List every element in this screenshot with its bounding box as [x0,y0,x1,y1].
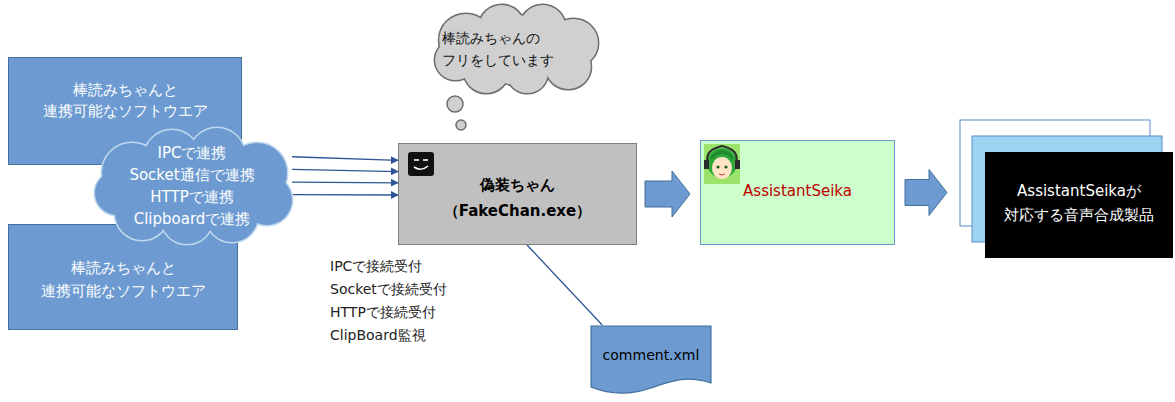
text-holder: 棒読みちゃんと 連携可能なソフトウエア [21,257,225,303]
arrow-line [527,245,602,325]
arrow-line [292,181,398,183]
arrow-line [292,194,398,196]
process-box: 偽装ちゃん（FakeChan.exe） [398,143,637,245]
block-arrow [645,171,690,217]
node-text: AssistantSeika [743,181,852,201]
fakechan-icon [408,152,434,176]
product-box: AssistantSeikaが 対応する音声合成製品 [985,152,1173,258]
note-label: IPCで接続受付 [330,255,447,278]
block-arrow [905,170,947,216]
thought-bubble-outline [430,5,599,93]
node-text: HTTPで連携 [150,186,233,208]
node-text: AssistantSeikaが 対応する音声合成製品 [996,179,1162,227]
arrow-line [292,169,398,171]
node-text: 棒読みちゃんの フリをしています [442,27,583,71]
node-text: （FakeChan.exe） [444,198,591,224]
text-holder: AssistantSeikaが 対応する音声合成製品 [996,179,1162,227]
node-text: IPCで連携 [158,142,227,164]
note-label: HTTPで接続受付 [330,301,447,324]
node-text: comment.xml [603,345,700,365]
text-holder: IPCで連携Socket通信で連携HTTPで連携Clipboardで連携 [102,142,282,230]
text-holder: 棒読みちゃんと 連携可能なソフトウエア [21,80,229,122]
note-label: Socketで接続受付 [330,278,447,301]
text-holder: comment.xml [598,345,704,365]
link-cloud: IPCで連携Socket通信で連携HTTPで連携Clipboardで連携 [92,128,292,243]
text-holder: 偽装ちゃん（FakeChan.exe） [409,172,626,224]
text-holder: 棒読みちゃんの フリをしています [442,27,583,71]
node-text: 棒読みちゃんと 連携可能なソフトウエア [21,80,229,122]
label-column: IPCで接続受付Socketで接続受付HTTPで接続受付ClipBoard監視 [330,255,447,347]
assistantseika-icon [704,144,740,184]
thought-dot [447,96,463,112]
thought-dot [456,120,466,130]
node-text: 偽装ちゃん [480,172,555,198]
arrow-line [292,157,398,161]
node-text: Clipboardで連携 [134,208,251,230]
document-shape: comment.xml [590,325,712,397]
node-text: Socket通信で連携 [129,164,254,186]
text-holder: AssistantSeika [711,181,884,201]
process-box: AssistantSeika [700,140,895,245]
note-label: ClipBoard監視 [330,324,447,347]
thought-bubble: 棒読みちゃんの フリをしています [430,5,599,93]
node-text: 棒読みちゃんと 連携可能なソフトウエア [21,257,225,303]
